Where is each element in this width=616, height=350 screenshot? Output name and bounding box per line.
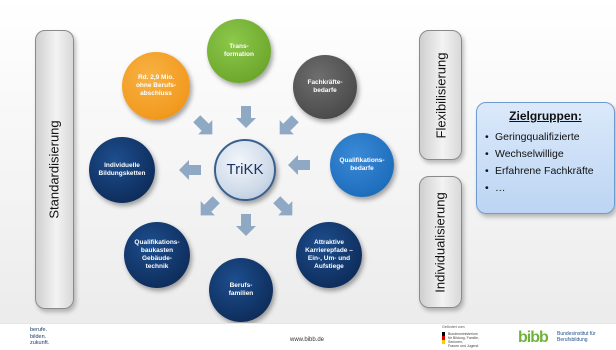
footer: berufe. bilden. zukunft. www.bibb.de Gef… (0, 323, 616, 350)
bibb-logo: bibb (518, 329, 549, 346)
node-baukasten-label: Qualifikations- baukasten Gebäude- techn… (134, 238, 180, 271)
node-bildungsketten-label: Individuelle Bildungsketten (98, 161, 146, 177)
arrow-icon (193, 192, 224, 223)
node-baukasten: Qualifikations- baukasten Gebäude- techn… (124, 222, 190, 288)
arrow-icon (236, 214, 256, 236)
target-group-item: Geringqualifizierte (485, 129, 594, 146)
target-groups-box: Zielgruppen: Geringqualifizierte Wechsel… (476, 102, 615, 214)
arrow-icon (236, 106, 256, 128)
node-qualifikationsbedarfe-label: Qualifikations- bedarfe (339, 156, 385, 172)
target-groups-list: Geringqualifizierte Wechselwillige Erfah… (485, 129, 594, 197)
center-label: TriKK (226, 160, 264, 178)
node-ohne-abschluss: Rd. 2,9 Mio. ohne Berufs- abschluss (122, 52, 190, 120)
standardisierung-bar: Standardisierung (35, 30, 74, 309)
node-fachkraefte-label: Fachkräfte- bedarfe (307, 78, 343, 94)
footer-url[interactable]: www.bibb.de (290, 337, 325, 343)
node-transformation: Trans- formation (207, 19, 271, 83)
arrow-icon (288, 155, 310, 175)
footer-left-logo: berufe. bilden. zukunft. (30, 327, 50, 346)
target-groups-title: Zielgruppen: (509, 109, 582, 123)
node-karrierepfade-label: Attraktive Karrierepfade – Ein-, Um- und… (305, 238, 353, 271)
node-bildungsketten: Individuelle Bildungsketten (89, 137, 155, 203)
node-transformation-label: Trans- formation (224, 42, 254, 58)
node-karrierepfade: Attraktive Karrierepfade – Ein-, Um- und… (296, 222, 362, 288)
node-fachkraefte: Fachkräfte- bedarfe (293, 55, 357, 119)
node-berufsfamilien: Berufs- familien (209, 258, 273, 322)
node-ohne-abschluss-label: Rd. 2,9 Mio. ohne Berufs- abschluss (135, 73, 177, 98)
bibb-name: Bundesinstitut für Berufsbildung (557, 331, 596, 343)
arrow-icon (189, 111, 220, 142)
target-group-item: Wechselwillige (485, 146, 594, 163)
sponsor-flag-icon (442, 332, 445, 344)
target-group-item: … (485, 180, 594, 197)
individualisierung-bar: Individualisierung (419, 176, 462, 308)
sponsor-name: Bundesministerium für Bildung, Familie, … (448, 332, 479, 348)
flexibilisierung-bar: Flexibilisierung (419, 30, 462, 160)
node-center-trikk: TriKK (214, 139, 276, 201)
arrow-icon (272, 111, 303, 142)
target-group-item: Erfahrene Fachkräfte (485, 163, 594, 180)
arrow-icon (179, 160, 201, 180)
sponsor-label: Gefördert vom: (442, 325, 466, 329)
arrow-icon (269, 192, 300, 223)
node-berufsfamilien-label: Berufs- familien (228, 281, 254, 297)
node-qualifikationsbedarfe: Qualifikations- bedarfe (330, 133, 394, 197)
